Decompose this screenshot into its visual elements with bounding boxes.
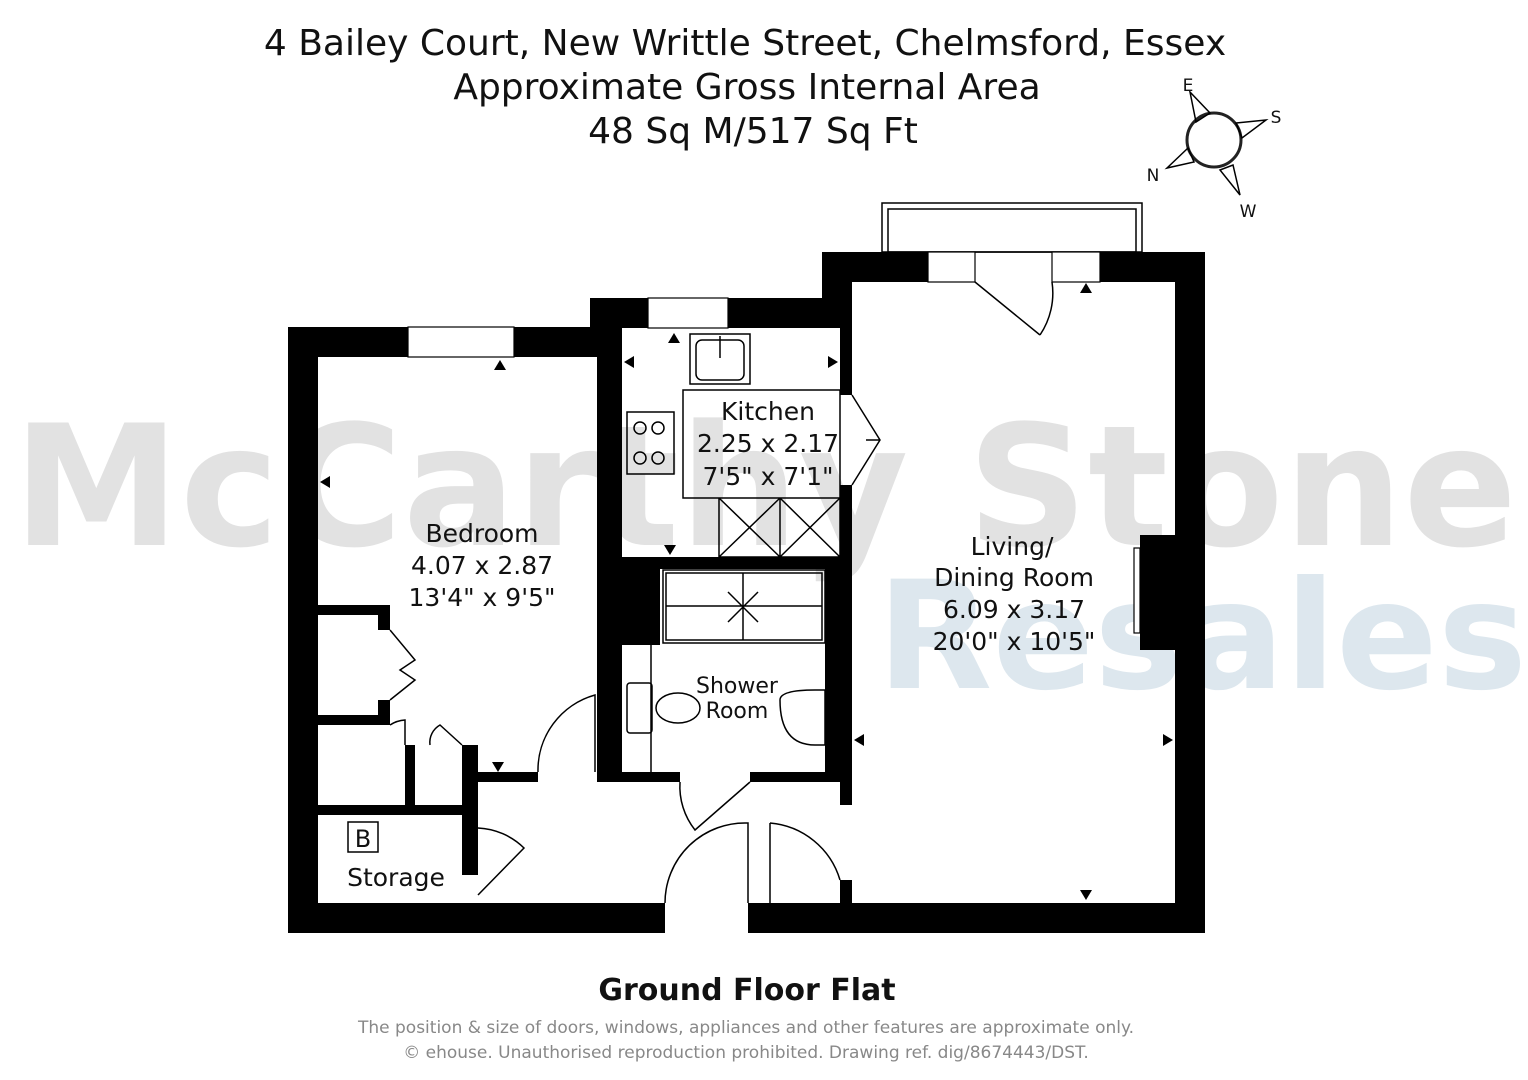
kitchen-fittings (626, 333, 841, 558)
area-value: 48 Sq M/517 Sq Ft (588, 111, 918, 152)
shower-name-1: Shower (696, 674, 779, 699)
dimension-markers (320, 283, 1173, 900)
walls (288, 252, 1205, 933)
kitchen-imperial: 7'5" x 7'1" (702, 462, 833, 491)
bedroom-metric: 4.07 x 2.87 (411, 551, 553, 580)
kitchen-metric: 2.25 x 2.17 (697, 429, 839, 458)
compass-s: S (1271, 108, 1282, 128)
disclaimer-line-1: The position & size of doors, windows, a… (357, 1018, 1134, 1038)
disclaimer-line-2: © ehouse. Unauthorised reproduction proh… (403, 1043, 1089, 1063)
area-label: Approximate Gross Internal Area (453, 67, 1040, 108)
living-metric: 6.09 x 3.17 (943, 595, 1085, 624)
boiler-box (347, 821, 379, 853)
living-name-1: Living/ (971, 532, 1054, 561)
bedroom-imperial: 13'4" x 9'5" (409, 583, 556, 612)
sink-icon (689, 333, 751, 385)
living-imperial: 20'0" x 10'5" (933, 627, 1096, 656)
shower-name-2: Room (706, 699, 769, 724)
living-name-2: Dining Room (934, 563, 1094, 592)
compass-n: N (1147, 166, 1160, 186)
basin-icon (779, 689, 826, 746)
compass-icon: E S N W (1147, 76, 1282, 222)
bedroom-name: Bedroom (425, 519, 538, 548)
floor-label: Ground Floor Flat (598, 973, 895, 1008)
boiler-label: B (355, 825, 371, 853)
doors (389, 281, 1054, 904)
hob-icon (626, 411, 675, 475)
compass-e: E (1183, 76, 1194, 96)
address-title: 4 Bailey Court, New Writtle Street, Chel… (264, 23, 1226, 64)
shower-fittings (626, 569, 826, 772)
storage-name: Storage (347, 863, 445, 892)
kitchen-name: Kitchen (721, 397, 815, 426)
toilet-icon (626, 682, 653, 734)
shower-tray-icon (662, 569, 826, 644)
watermark-brand: McCarthy Stone (13, 389, 1517, 585)
compass-w: W (1240, 202, 1257, 222)
balcony (881, 202, 1143, 253)
windows (407, 251, 1101, 358)
